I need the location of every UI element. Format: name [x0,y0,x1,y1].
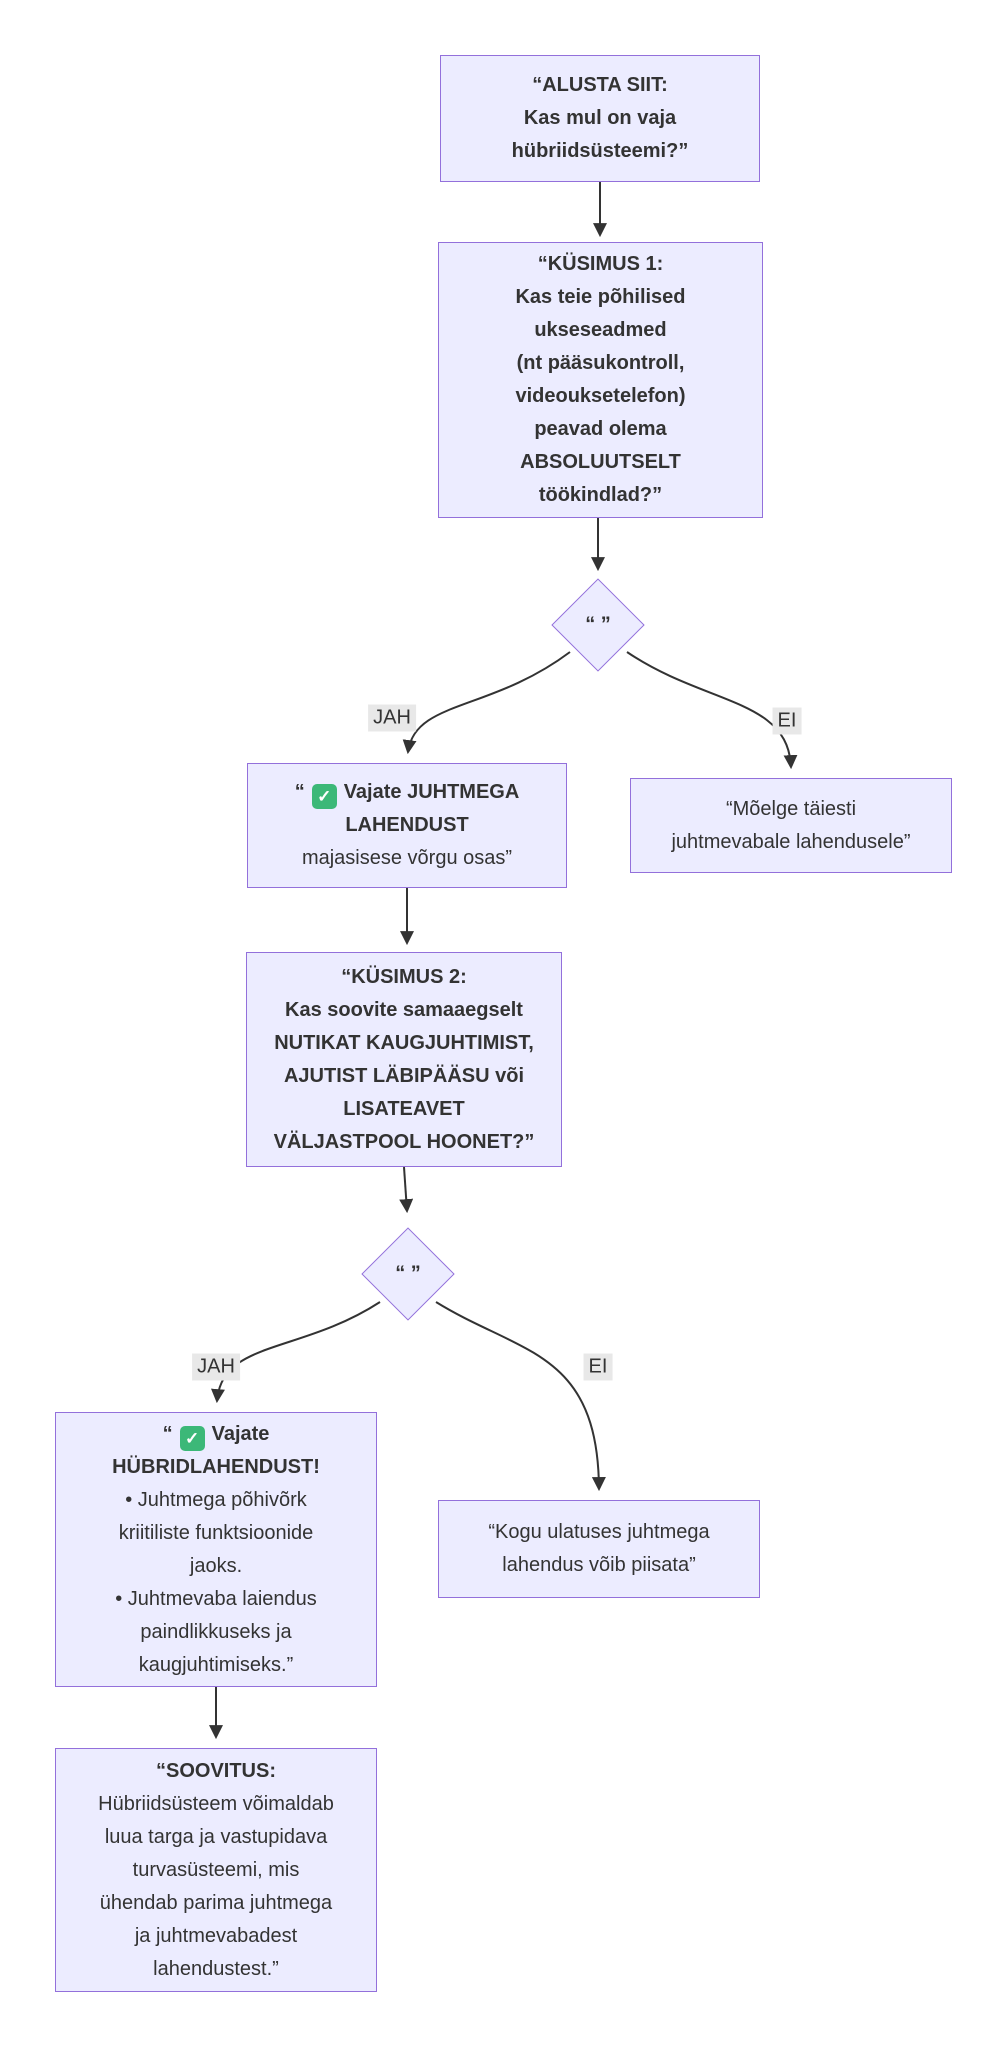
node-text-line: LISATEAVET [343,1097,465,1120]
edge-q2-to-decision2 [399,1166,414,1214]
quote-open: “ [294,781,305,803]
node-text-line: lahendus võib piisata” [502,1554,696,1576]
node-text-line: majasisese võrgu osas” [301,847,513,869]
node-text-line: LAHENDUST [345,814,469,836]
edge-decision1-ei [626,651,798,770]
node-text-line: Kas soovite samaaegselt [285,998,523,1021]
node-text-line: turvasüsteemi, mis [132,1858,300,1881]
edge-decision1-jah [402,651,571,755]
node-text-line: “SOOVITUS: [155,1759,276,1782]
node-text-line: ukseseadmed [534,319,667,341]
node-text-line: paindlikkuseks ja [140,1620,292,1643]
node-text-line: VÄLJASTPOOL HOONET?” [273,1130,535,1153]
node-text-line: “KÜSIMUS 1: [537,253,664,275]
node-text-line: “ALUSTA SIIT: [532,74,668,96]
node-text-line: “Kogu ulatuses juhtmega [488,1521,710,1543]
node-text-line: töökindlad?” [538,484,663,506]
node-text-line: “KÜSIMUS 2: [341,965,467,988]
node-text-line: • Juhtmega põhivõrk [125,1488,307,1511]
node-text-line: kaugjuhtimiseks.” [138,1653,294,1676]
node-recommendation: “SOOVITUS: Hübriidsüsteem võimaldab luua… [55,1748,377,1992]
node-text-line: ja juhtmevabadest [134,1924,298,1947]
node-text-line: (nt pääsukontroll, [516,352,685,374]
node-text-line: “Mõelge täiesti [725,797,857,820]
node-text-line: videouksetelefon) [515,385,686,407]
node-question-1: “KÜSIMUS 1: Kas teie põhilised ukseseadm… [438,242,763,518]
node-text-line: juhtmevabale lahendusele” [671,830,911,853]
edge-decision2-ei [435,1301,606,1492]
node-text-line: peavad olema [534,418,667,440]
node-text-line: AJUTIST LÄBIPÄÄSU või [283,1064,525,1087]
edge-label-ei-2: EI [583,1353,613,1381]
node-text-line: Kas teie põhilised [515,286,686,308]
node-start: “ALUSTA SIIT: Kas mul on vaja hübriidsüs… [440,55,760,182]
node-text-line: “ ✓ Vajate JUHTMEGA [294,776,520,809]
quote-open: “ [162,1422,173,1445]
node-text-line: NUTIKAT KAUGJUHTIMIST, [274,1031,534,1054]
node-text-line: ühendab parima juhtmega [99,1891,333,1914]
node-text-line: Kas mul on vaja [523,107,677,129]
decision-2-label: “ ” [395,1262,421,1285]
node-text-line: hübriidsüsteemi?” [511,140,689,162]
check-icon: ✓ [311,784,337,809]
node-text-line: Hübriidsüsteem võimaldab [98,1792,334,1815]
decision-1-label: “ ” [585,613,611,636]
node-text-segment: Vajate [211,1422,270,1445]
check-icon: ✓ [179,1425,205,1451]
node-text-line: luua targa ja vastupidava [104,1825,328,1848]
node-text-line: “ ✓ Vajate [162,1418,270,1451]
node-text-line: HÜBRIDLAHENDUST! [112,1455,320,1478]
node-wireless-solution: “Mõelge täiesti juhtmevabale lahendusele… [630,778,952,873]
edge-label-jah-2: JAH [192,1353,240,1381]
node-text-line: ABSOLUUTSELT [520,451,681,473]
edge-decision2-jah [211,1301,381,1404]
node-text-line: kriitiliste funktsioonide [118,1521,314,1544]
node-question-2: “KÜSIMUS 2: Kas soovite samaaegselt NUTI… [246,952,562,1167]
node-full-wired-solution: “Kogu ulatuses juhtmega lahendus võib pi… [438,1500,760,1598]
node-text-segment: Vajate JUHTMEGA [343,781,520,803]
edge-label-jah-1: JAH [368,704,416,732]
node-text-line: • Juhtmevaba laiendus [115,1587,317,1610]
node-text-line: lahendustest.” [153,1957,279,1980]
edge-label-ei-1: EI [772,707,802,735]
node-text-line: jaoks. [189,1554,243,1577]
node-hybrid-solution: “ ✓ Vajate HÜBRIDLAHENDUST! • Juhtmega põh… [55,1412,377,1687]
node-wired-solution: “ ✓ Vajate JUHTMEGA LAHENDUST majasisese v… [247,763,567,888]
